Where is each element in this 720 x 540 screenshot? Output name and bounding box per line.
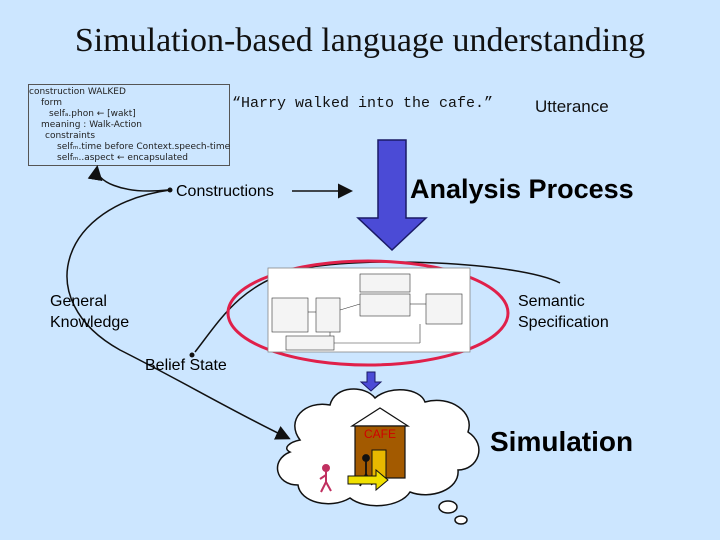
- semspec-diagram: [267, 267, 471, 353]
- general-knowledge-line1: General: [50, 293, 107, 310]
- constructions-label: Constructions: [176, 183, 274, 200]
- construction-line: constraints: [45, 131, 96, 141]
- simulation-label: Simulation: [490, 426, 634, 457]
- semspec-ellipse: [226, 259, 510, 367]
- cloud-bubble: [454, 515, 468, 525]
- feedback-curve: [194, 261, 561, 353]
- path-arrow: [347, 468, 389, 492]
- construction-line: meaning : Walk-Action: [41, 120, 142, 130]
- construction-line: selfₐ.phon ← [wakt]: [49, 109, 136, 119]
- slide-title: Simulation-based language understanding: [74, 22, 646, 59]
- construction-line: selfₘ.time before Context.speech-time: [57, 142, 231, 152]
- cafe-building: [349, 407, 411, 479]
- general-knowledge-line2: Knowledge: [50, 314, 130, 331]
- constructions-curve: [87, 165, 169, 192]
- cafe-sign: CAFE: [363, 427, 396, 441]
- semantic-spec-line2: Specification: [518, 314, 609, 331]
- cloud-bubble: [438, 500, 458, 514]
- construction-line: selfₘ..aspect ← encapsulated: [57, 153, 189, 163]
- knowledge-loop: [66, 189, 291, 440]
- construction-line: construction WALKED: [29, 87, 126, 97]
- semantic-spec-line1: Semantic: [518, 293, 585, 310]
- utterance-label: Utterance: [535, 97, 609, 116]
- utterance-text: “Harry walked into the cafe.”: [232, 95, 494, 112]
- belief-state-dot: [189, 352, 195, 358]
- general-knowledge-label: General Knowledge: [50, 291, 129, 333]
- analysis-process-label: Analysis Process: [410, 174, 634, 204]
- belief-state-label: Belief State: [145, 357, 227, 374]
- semantic-specification-label: Semantic Specification: [518, 291, 609, 333]
- simulation-arrow: [359, 371, 383, 392]
- construction-box: construction WALKED form selfₐ.phon ← [w…: [28, 84, 230, 166]
- construction-line: form: [41, 98, 62, 108]
- analysis-arrow: [356, 139, 428, 252]
- walker-figure: [319, 464, 332, 493]
